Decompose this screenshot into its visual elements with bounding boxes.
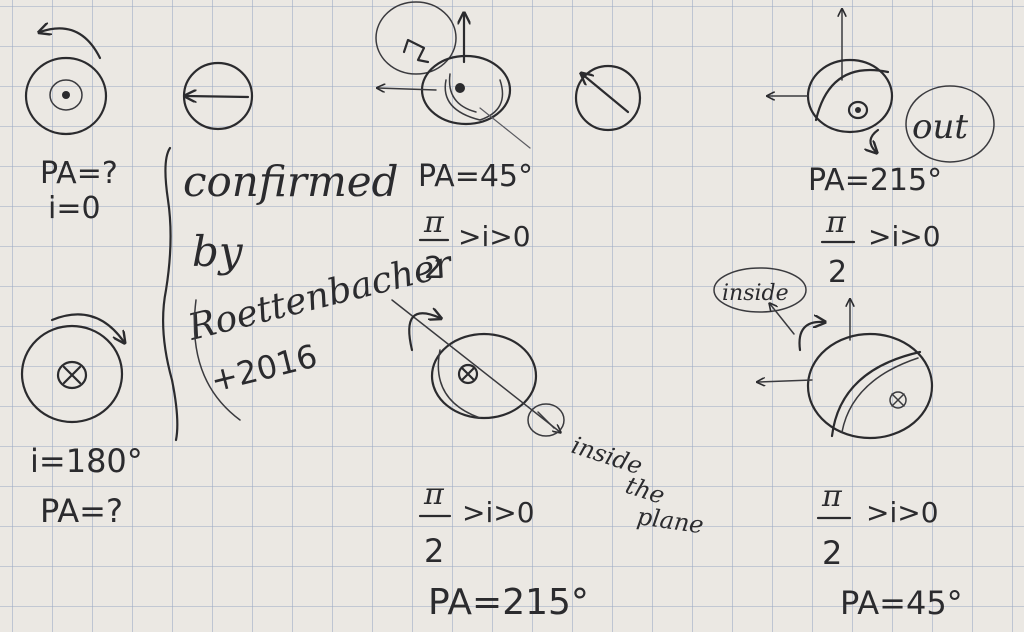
note-swoop	[193, 299, 241, 421]
diagram-top-center	[375, 1, 531, 149]
top-right-out-label: out	[912, 107, 968, 147]
mid-right-inside-label: inside	[722, 281, 789, 306]
bottom-right-pa-label: PA=45°	[840, 584, 963, 622]
diagram-top-right	[768, 10, 995, 163]
bottom-right-inequality: >i>0	[866, 496, 939, 529]
bottom-center-fraction-num: π	[423, 477, 445, 512]
diagram-top-center-arrow	[574, 64, 642, 132]
bottom-center-pa-label: PA=215°	[428, 582, 589, 623]
bottom-left-i-label: i=180°	[30, 442, 143, 480]
bracket	[162, 146, 179, 442]
top-right-fraction-num: π	[825, 205, 847, 240]
top-center-inequality: >i>0	[458, 220, 531, 253]
top-left-i-label: i=0	[48, 191, 101, 226]
top-center-pa-label: PA=45°	[418, 159, 533, 194]
bottom-right-fraction-num: π	[821, 479, 843, 514]
diagram-bottom-left	[20, 313, 124, 424]
diagram-top-left	[24, 28, 108, 136]
diagram-mid-center	[391, 299, 565, 437]
top-right-pa-label: PA=215°	[808, 163, 942, 198]
top-center-fraction-num: π	[423, 205, 445, 240]
bottom-center-fraction-den: 2	[424, 532, 444, 570]
top-center-fraction-den: 2	[424, 251, 443, 286]
note-line-2: by	[192, 227, 244, 276]
top-left-pa-label: PA=?	[40, 156, 118, 191]
note-line-1: confirmed	[183, 157, 399, 206]
top-right-fraction-den: 2	[828, 255, 847, 290]
bottom-left-pa-label: PA=?	[40, 492, 123, 530]
diagram-arrow-left-circle	[182, 61, 254, 131]
top-right-inequality: >i>0	[868, 220, 941, 253]
diagram-mid-right	[713, 267, 934, 440]
bottom-right-fraction-den: 2	[822, 534, 842, 572]
bottom-center-inequality: >i>0	[462, 496, 535, 529]
